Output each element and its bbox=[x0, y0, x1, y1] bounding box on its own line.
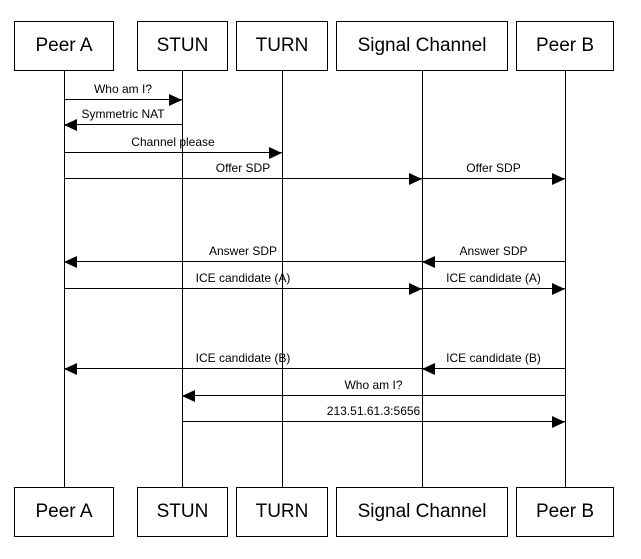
actor-box-turn-top: TURN bbox=[236, 21, 328, 71]
message-line-4 bbox=[422, 178, 565, 179]
actor-box-peer-a-top: Peer A bbox=[14, 21, 114, 71]
arrowhead-icon bbox=[169, 93, 182, 106]
actor-box-peer-b-bottom: Peer B bbox=[516, 487, 614, 537]
message-line-1 bbox=[64, 124, 182, 125]
message-label-6: Answer SDP bbox=[459, 244, 528, 258]
message-line-2 bbox=[64, 152, 282, 153]
actor-box-signal-channel-bottom: Signal Channel bbox=[336, 487, 508, 537]
arrowhead-icon bbox=[422, 362, 435, 375]
actor-box-stun-bottom: STUN bbox=[137, 487, 228, 537]
lifeline-stun bbox=[182, 71, 183, 487]
message-label-8: ICE candidate (A) bbox=[446, 271, 541, 285]
actor-box-signal-channel-top: Signal Channel bbox=[336, 21, 508, 71]
actor-box-peer-a-bottom: Peer A bbox=[14, 487, 114, 537]
message-label-7: ICE candidate (A) bbox=[195, 271, 291, 285]
arrowhead-icon bbox=[552, 415, 565, 428]
message-line-0 bbox=[64, 99, 182, 100]
message-line-12 bbox=[182, 421, 565, 422]
arrowhead-icon bbox=[64, 118, 77, 131]
arrowhead-icon bbox=[269, 146, 282, 159]
message-label-11: Who am I? bbox=[344, 378, 403, 392]
message-line-5 bbox=[64, 261, 422, 262]
actor-box-peer-b-top: Peer B bbox=[516, 21, 614, 71]
message-label-5: Answer SDP bbox=[208, 244, 278, 258]
arrowhead-icon bbox=[552, 282, 565, 295]
message-line-9 bbox=[64, 368, 422, 369]
arrowhead-icon bbox=[64, 362, 77, 375]
lifeline-peer-a bbox=[64, 71, 65, 487]
message-line-6 bbox=[422, 261, 565, 262]
arrowhead-icon bbox=[422, 255, 435, 268]
message-label-12: 213.51.61.3:5656 bbox=[326, 404, 421, 418]
arrowhead-icon bbox=[182, 389, 195, 402]
message-line-11 bbox=[182, 395, 565, 396]
lifeline-turn bbox=[282, 71, 283, 487]
message-label-0: Who am I? bbox=[93, 82, 153, 96]
message-label-3: Offer SDP bbox=[215, 161, 271, 175]
message-line-3 bbox=[64, 178, 422, 179]
arrowhead-icon bbox=[409, 172, 422, 185]
message-label-10: ICE candidate (B) bbox=[446, 351, 541, 365]
message-label-4: Offer SDP bbox=[466, 161, 521, 175]
message-line-7 bbox=[64, 288, 422, 289]
arrowhead-icon bbox=[552, 172, 565, 185]
lifeline-signal-channel bbox=[422, 71, 423, 487]
actor-box-turn-bottom: TURN bbox=[236, 487, 328, 537]
message-label-2: Channel please bbox=[131, 135, 215, 149]
message-line-8 bbox=[422, 288, 565, 289]
message-label-1: Symmetric NAT bbox=[81, 107, 165, 121]
message-line-10 bbox=[422, 368, 565, 369]
message-label-9: ICE candidate (B) bbox=[195, 351, 291, 365]
lifeline-peer-b bbox=[565, 71, 566, 487]
actor-box-stun-top: STUN bbox=[137, 21, 228, 71]
arrowhead-icon bbox=[409, 282, 422, 295]
arrowhead-icon bbox=[64, 255, 77, 268]
